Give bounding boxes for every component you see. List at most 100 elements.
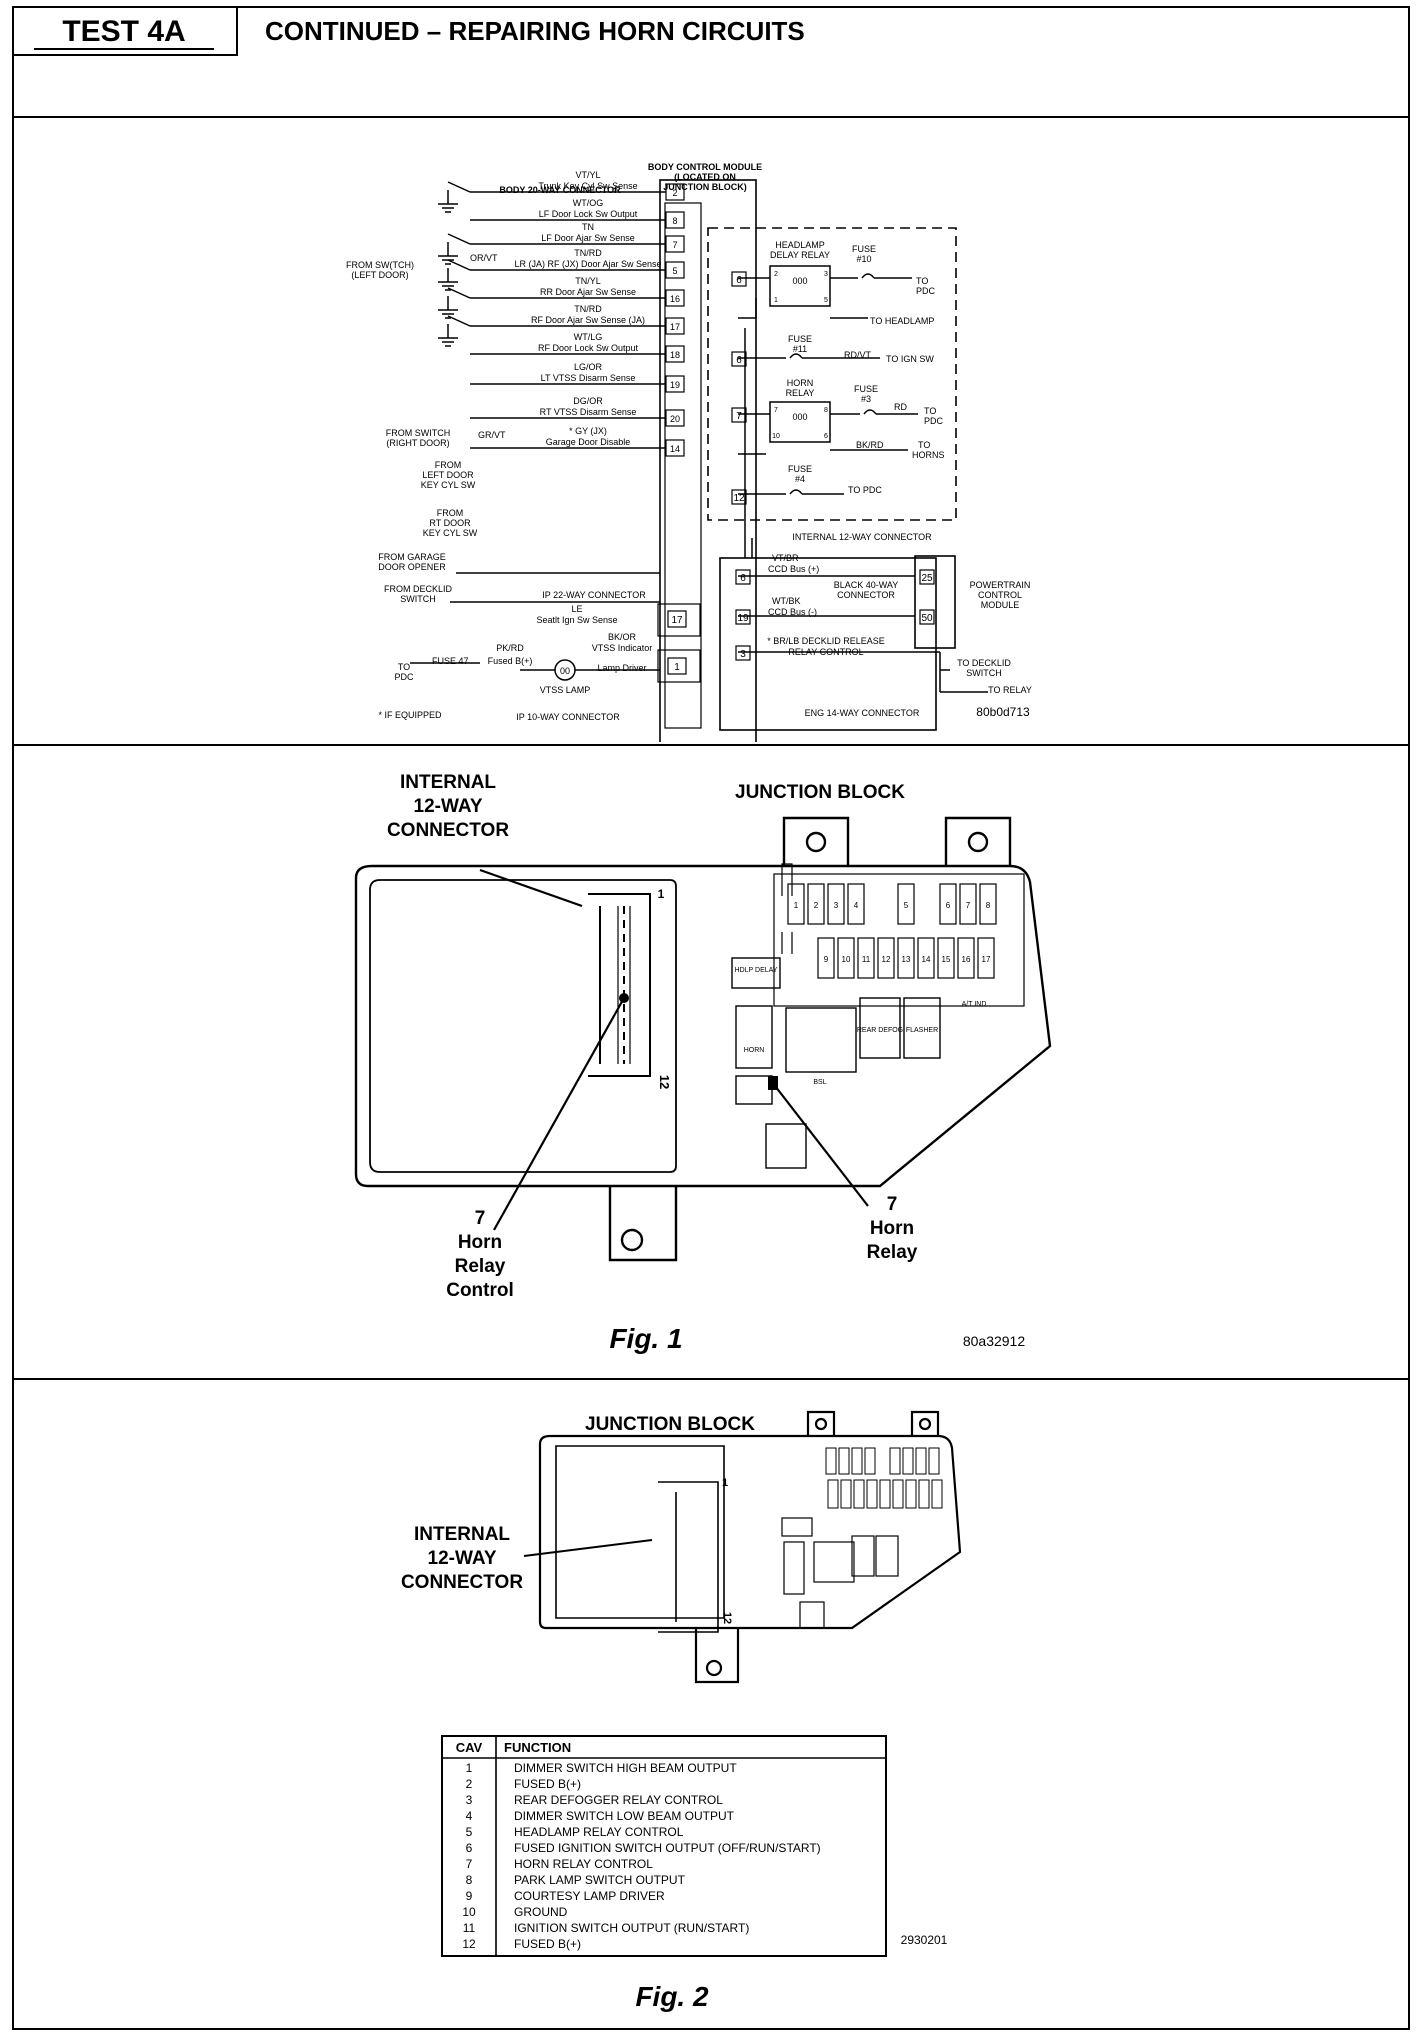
table-cell-cav: 11 — [463, 1921, 476, 1935]
wiring-schematic: BODY CONTROL MODULE (LOCATED ON JUNCTION… — [346, 162, 1032, 742]
from-rt-door-label: FROM — [437, 508, 464, 518]
wire-color: GR/VT — [478, 430, 506, 440]
wire-color: OR/VT — [470, 253, 498, 263]
table-cell-function: FUSED B(+) — [514, 1777, 581, 1791]
bcm-pin-number: 20 — [670, 414, 680, 424]
bcm-outline — [659, 179, 757, 742]
circuit-label: RF Door Ajar Sw Sense (JA) — [531, 315, 645, 325]
bcm-pin-number: 18 — [670, 350, 680, 360]
arm-label: A/T IND — [962, 1001, 987, 1008]
pin-12-label: 12 — [721, 1612, 733, 1624]
ground-symbol — [438, 181, 471, 213]
to-horns-label: TO — [918, 440, 930, 450]
fuse-slot — [838, 1447, 850, 1475]
fuse-slot — [840, 1479, 852, 1509]
fuse-number: 10 — [842, 955, 851, 964]
table-header: FUNCTION — [504, 1740, 571, 1755]
bcm-title-line: BODY CONTROL MODULE — [648, 162, 762, 172]
internal-connector-label: INTERNAL 12-WAY CONNECTOR — [792, 532, 932, 542]
junction-block-label: JUNCTION BLOCK — [735, 782, 905, 803]
wire-color: TN/RD — [574, 304, 602, 314]
headlamp-relay-label: HEADLAMP — [775, 240, 825, 250]
fuse-label: #11 — [793, 344, 807, 354]
table-cell-cav: 5 — [466, 1825, 473, 1839]
circuit-label: Trunk Key Cyl Sw Sense — [538, 181, 637, 191]
fuse-slot — [902, 1447, 914, 1475]
figure-caption: Fig. 2 — [635, 1981, 709, 2012]
junction-block-outline — [538, 1434, 962, 1630]
from-switch-right-label: (RIGHT DOOR) — [386, 438, 449, 448]
ground-symbol — [438, 259, 471, 291]
junction-block-outline — [354, 864, 1052, 1188]
wire-color: VT/BR — [772, 553, 799, 563]
wire-color: BK/OR — [608, 632, 637, 642]
horn-relay-label: RELAY — [786, 388, 815, 398]
fuse-slot — [889, 1447, 901, 1475]
test-tab: TEST 4A — [12, 6, 238, 56]
fuse-slot — [939, 883, 957, 925]
relay-pin: 3 — [824, 271, 828, 278]
horn-relay-callout: Horn — [870, 1218, 914, 1239]
lamp-symbol: 00 — [560, 666, 570, 676]
pin-number: 19 — [737, 613, 749, 624]
to-ign-sw-label: TO IGN SW — [886, 354, 934, 364]
fuse-slot — [827, 883, 845, 925]
horn-relay-control-callout: Control — [446, 1280, 514, 1301]
to-pdc-label: PDC — [394, 672, 414, 682]
bcm-pin-number: 5 — [672, 266, 677, 276]
hdlp-relay-label: HDLP DELAY — [735, 967, 778, 974]
leader-line — [493, 997, 625, 1231]
ccd-bus-label: CCD Bus (+) — [768, 564, 819, 574]
fuse-number: 13 — [902, 955, 911, 964]
table-cell-cav: 1 — [466, 1761, 473, 1775]
bcm-pin-number: 17 — [670, 322, 680, 332]
bcm-pin-number: 2 — [672, 188, 677, 198]
circuit-label: RR Door Ajar Sw Sense — [540, 287, 636, 297]
fuse-slot — [918, 1479, 930, 1509]
fuse-slot — [977, 937, 995, 979]
table-cell-cav: 10 — [462, 1905, 476, 1919]
table-cell-function: HORN RELAY CONTROL — [514, 1857, 653, 1871]
page-title: CONTINUED – REPAIRING HORN CIRCUITS — [265, 16, 805, 46]
horn-relay-label: HORN — [744, 1047, 765, 1054]
wire-color: PK/RD — [496, 643, 524, 653]
to-decklid-label: SWITCH — [966, 668, 1002, 678]
pin-12-label: 12 — [657, 1075, 672, 1089]
fuse-slot — [866, 1479, 878, 1509]
bcm-pin-number: 19 — [670, 380, 680, 390]
bcm-pin-number: 16 — [670, 294, 680, 304]
leader-line — [771, 1081, 869, 1207]
fuse-number: 16 — [962, 955, 971, 964]
table-grid — [442, 1736, 886, 1956]
circuit-label: VTSS Indicator — [592, 643, 653, 653]
fuse-label: FUSE — [854, 384, 878, 394]
horn-relay-control-callout: 7 — [475, 1208, 486, 1229]
decklid-relay-label: * BR/LB DECKLID RELEASE — [767, 636, 885, 646]
wire-color: WT/BK — [772, 596, 801, 606]
bcm-pin-number: 7 — [672, 240, 677, 250]
wire-color: TN/RD — [574, 248, 602, 258]
table-cell-function: COURTESY LAMP DRIVER — [514, 1889, 665, 1903]
fuse-47-label: FUSE 47 — [432, 656, 469, 666]
table-cell-cav: 2 — [466, 1777, 473, 1791]
circuit-label: LF Door Ajar Sw Sense — [541, 233, 635, 243]
circuit-label: LF Door Lock Sw Output — [539, 209, 638, 219]
pin-number: 17 — [671, 615, 683, 626]
internal-connector-label: INTERNAL — [400, 772, 496, 793]
relay-pin: 10 — [772, 433, 780, 440]
rear-defog-label: REAR DEFOG — [857, 1027, 903, 1034]
relay-pin: 5 — [824, 297, 828, 304]
ground-symbol — [438, 287, 471, 319]
fuse-number: 17 — [982, 955, 991, 964]
internal-connector-label: CONNECTOR — [401, 1572, 523, 1593]
ip22-label: IP 22-WAY CONNECTOR — [542, 590, 646, 600]
to-horns-label: HORNS — [912, 450, 945, 460]
fuse-panel — [773, 873, 1025, 1007]
wire-color: TN/YL — [575, 276, 601, 286]
wire-color: * GY (JX) — [569, 426, 607, 436]
fuse-number: 2 — [814, 901, 819, 910]
fuse-slot — [959, 883, 977, 925]
from-garage-label: FROM GARAGE — [378, 552, 446, 562]
pcm-label: MODULE — [981, 600, 1020, 610]
